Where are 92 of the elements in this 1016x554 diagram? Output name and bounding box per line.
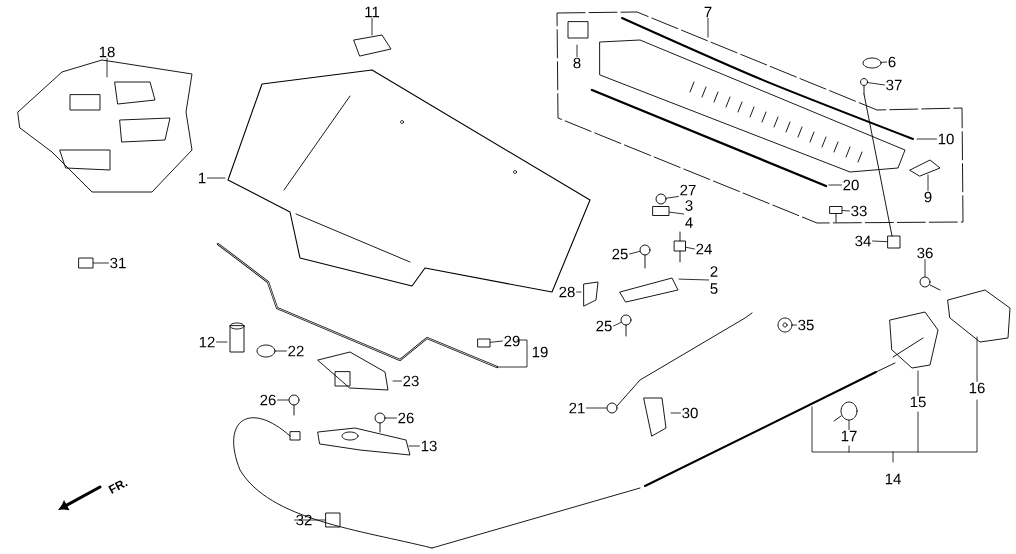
callout-number: 2 5 bbox=[710, 266, 718, 294]
callout-number: 17 bbox=[841, 430, 857, 442]
callout-number: 12 bbox=[199, 336, 215, 348]
leader-line bbox=[576, 44, 578, 57]
callout-number: 20 bbox=[843, 179, 859, 191]
callout-number: 33 bbox=[851, 205, 867, 217]
callout-number: 31 bbox=[110, 257, 126, 269]
connector bbox=[924, 259, 926, 277]
callout-number: 37 bbox=[886, 79, 902, 91]
callout-number: 25 bbox=[596, 320, 612, 332]
clip bbox=[829, 206, 843, 214]
hook bbox=[606, 402, 618, 414]
callout-number: 36 bbox=[917, 247, 933, 259]
connector bbox=[275, 350, 287, 352]
callout-number: 7 bbox=[704, 6, 712, 18]
callout-number: 18 bbox=[99, 46, 115, 58]
clip bbox=[477, 338, 491, 348]
grommet bbox=[78, 257, 94, 269]
connector bbox=[685, 246, 695, 250]
callout-number: 8 bbox=[573, 57, 581, 69]
callout-number: 34 bbox=[855, 235, 871, 247]
callout-number: 28 bbox=[559, 286, 575, 298]
callout-number: 25 bbox=[612, 248, 628, 260]
callout-number: 10 bbox=[938, 133, 954, 145]
cap bbox=[862, 57, 882, 69]
leader-line bbox=[106, 58, 108, 78]
connector bbox=[93, 262, 109, 264]
leader-line bbox=[927, 174, 929, 191]
connector bbox=[792, 324, 797, 326]
screw-head bbox=[860, 78, 868, 86]
grommet bbox=[777, 317, 793, 333]
callout-number: 30 bbox=[682, 407, 698, 419]
leader-line bbox=[707, 17, 709, 38]
leader-line bbox=[216, 341, 228, 343]
connector bbox=[669, 211, 685, 215]
callout-number: 26 bbox=[398, 412, 414, 424]
clamp bbox=[325, 512, 341, 528]
rubber-cap bbox=[256, 344, 276, 358]
callout-number: 29 bbox=[504, 335, 520, 347]
leader-line bbox=[916, 138, 937, 140]
callout-number: 26 bbox=[260, 394, 276, 406]
leader-line bbox=[670, 412, 681, 414]
callout-number: 19 bbox=[532, 346, 548, 358]
direction-label: FR. bbox=[108, 480, 128, 494]
connector bbox=[872, 240, 888, 243]
callout-number: 24 bbox=[696, 243, 712, 255]
callout-number: 14 bbox=[885, 473, 901, 485]
callout-number: 16 bbox=[969, 382, 985, 394]
knob bbox=[840, 401, 858, 421]
callout-number: 32 bbox=[296, 514, 312, 526]
callout-number: 13 bbox=[421, 440, 437, 452]
connector bbox=[385, 417, 397, 419]
bolt-head bbox=[288, 394, 300, 406]
connector bbox=[613, 321, 622, 327]
stud bbox=[674, 240, 686, 252]
leader-line bbox=[392, 380, 402, 382]
connector bbox=[294, 519, 326, 521]
callout-number: 1 bbox=[199, 172, 206, 184]
bolt-head bbox=[919, 276, 931, 288]
callout-number: 15 bbox=[910, 396, 926, 408]
callout-number: 23 bbox=[403, 375, 419, 387]
callout-number: 11 bbox=[365, 6, 380, 18]
leader-line bbox=[678, 278, 710, 281]
callout-number: 6 bbox=[888, 56, 896, 68]
connector bbox=[848, 420, 850, 431]
bolt-head bbox=[374, 412, 386, 424]
leader-line bbox=[828, 184, 842, 186]
connector bbox=[867, 82, 885, 86]
leader-line bbox=[408, 445, 420, 447]
bolt-head bbox=[620, 314, 632, 326]
connector bbox=[881, 61, 888, 63]
leader-line bbox=[976, 336, 978, 382]
connector bbox=[629, 250, 641, 255]
bolt-head bbox=[639, 244, 651, 256]
callout-number: 9 bbox=[924, 191, 932, 203]
nut bbox=[655, 193, 667, 205]
callout-number: 35 bbox=[798, 319, 814, 331]
connector bbox=[586, 407, 607, 409]
callout-number: 3 4 bbox=[685, 200, 693, 228]
leader-line bbox=[917, 370, 919, 396]
connector bbox=[842, 210, 850, 212]
connector bbox=[277, 399, 289, 401]
connector bbox=[666, 196, 679, 199]
clip bbox=[887, 235, 901, 249]
leader-line bbox=[371, 17, 373, 36]
connector bbox=[490, 340, 503, 343]
leader-line bbox=[206, 177, 226, 179]
clip bbox=[652, 206, 670, 216]
leader-line bbox=[576, 291, 582, 293]
callout-number: 27 bbox=[680, 184, 696, 196]
callout-number: 21 bbox=[569, 402, 585, 414]
callout-number: 22 bbox=[288, 345, 304, 357]
